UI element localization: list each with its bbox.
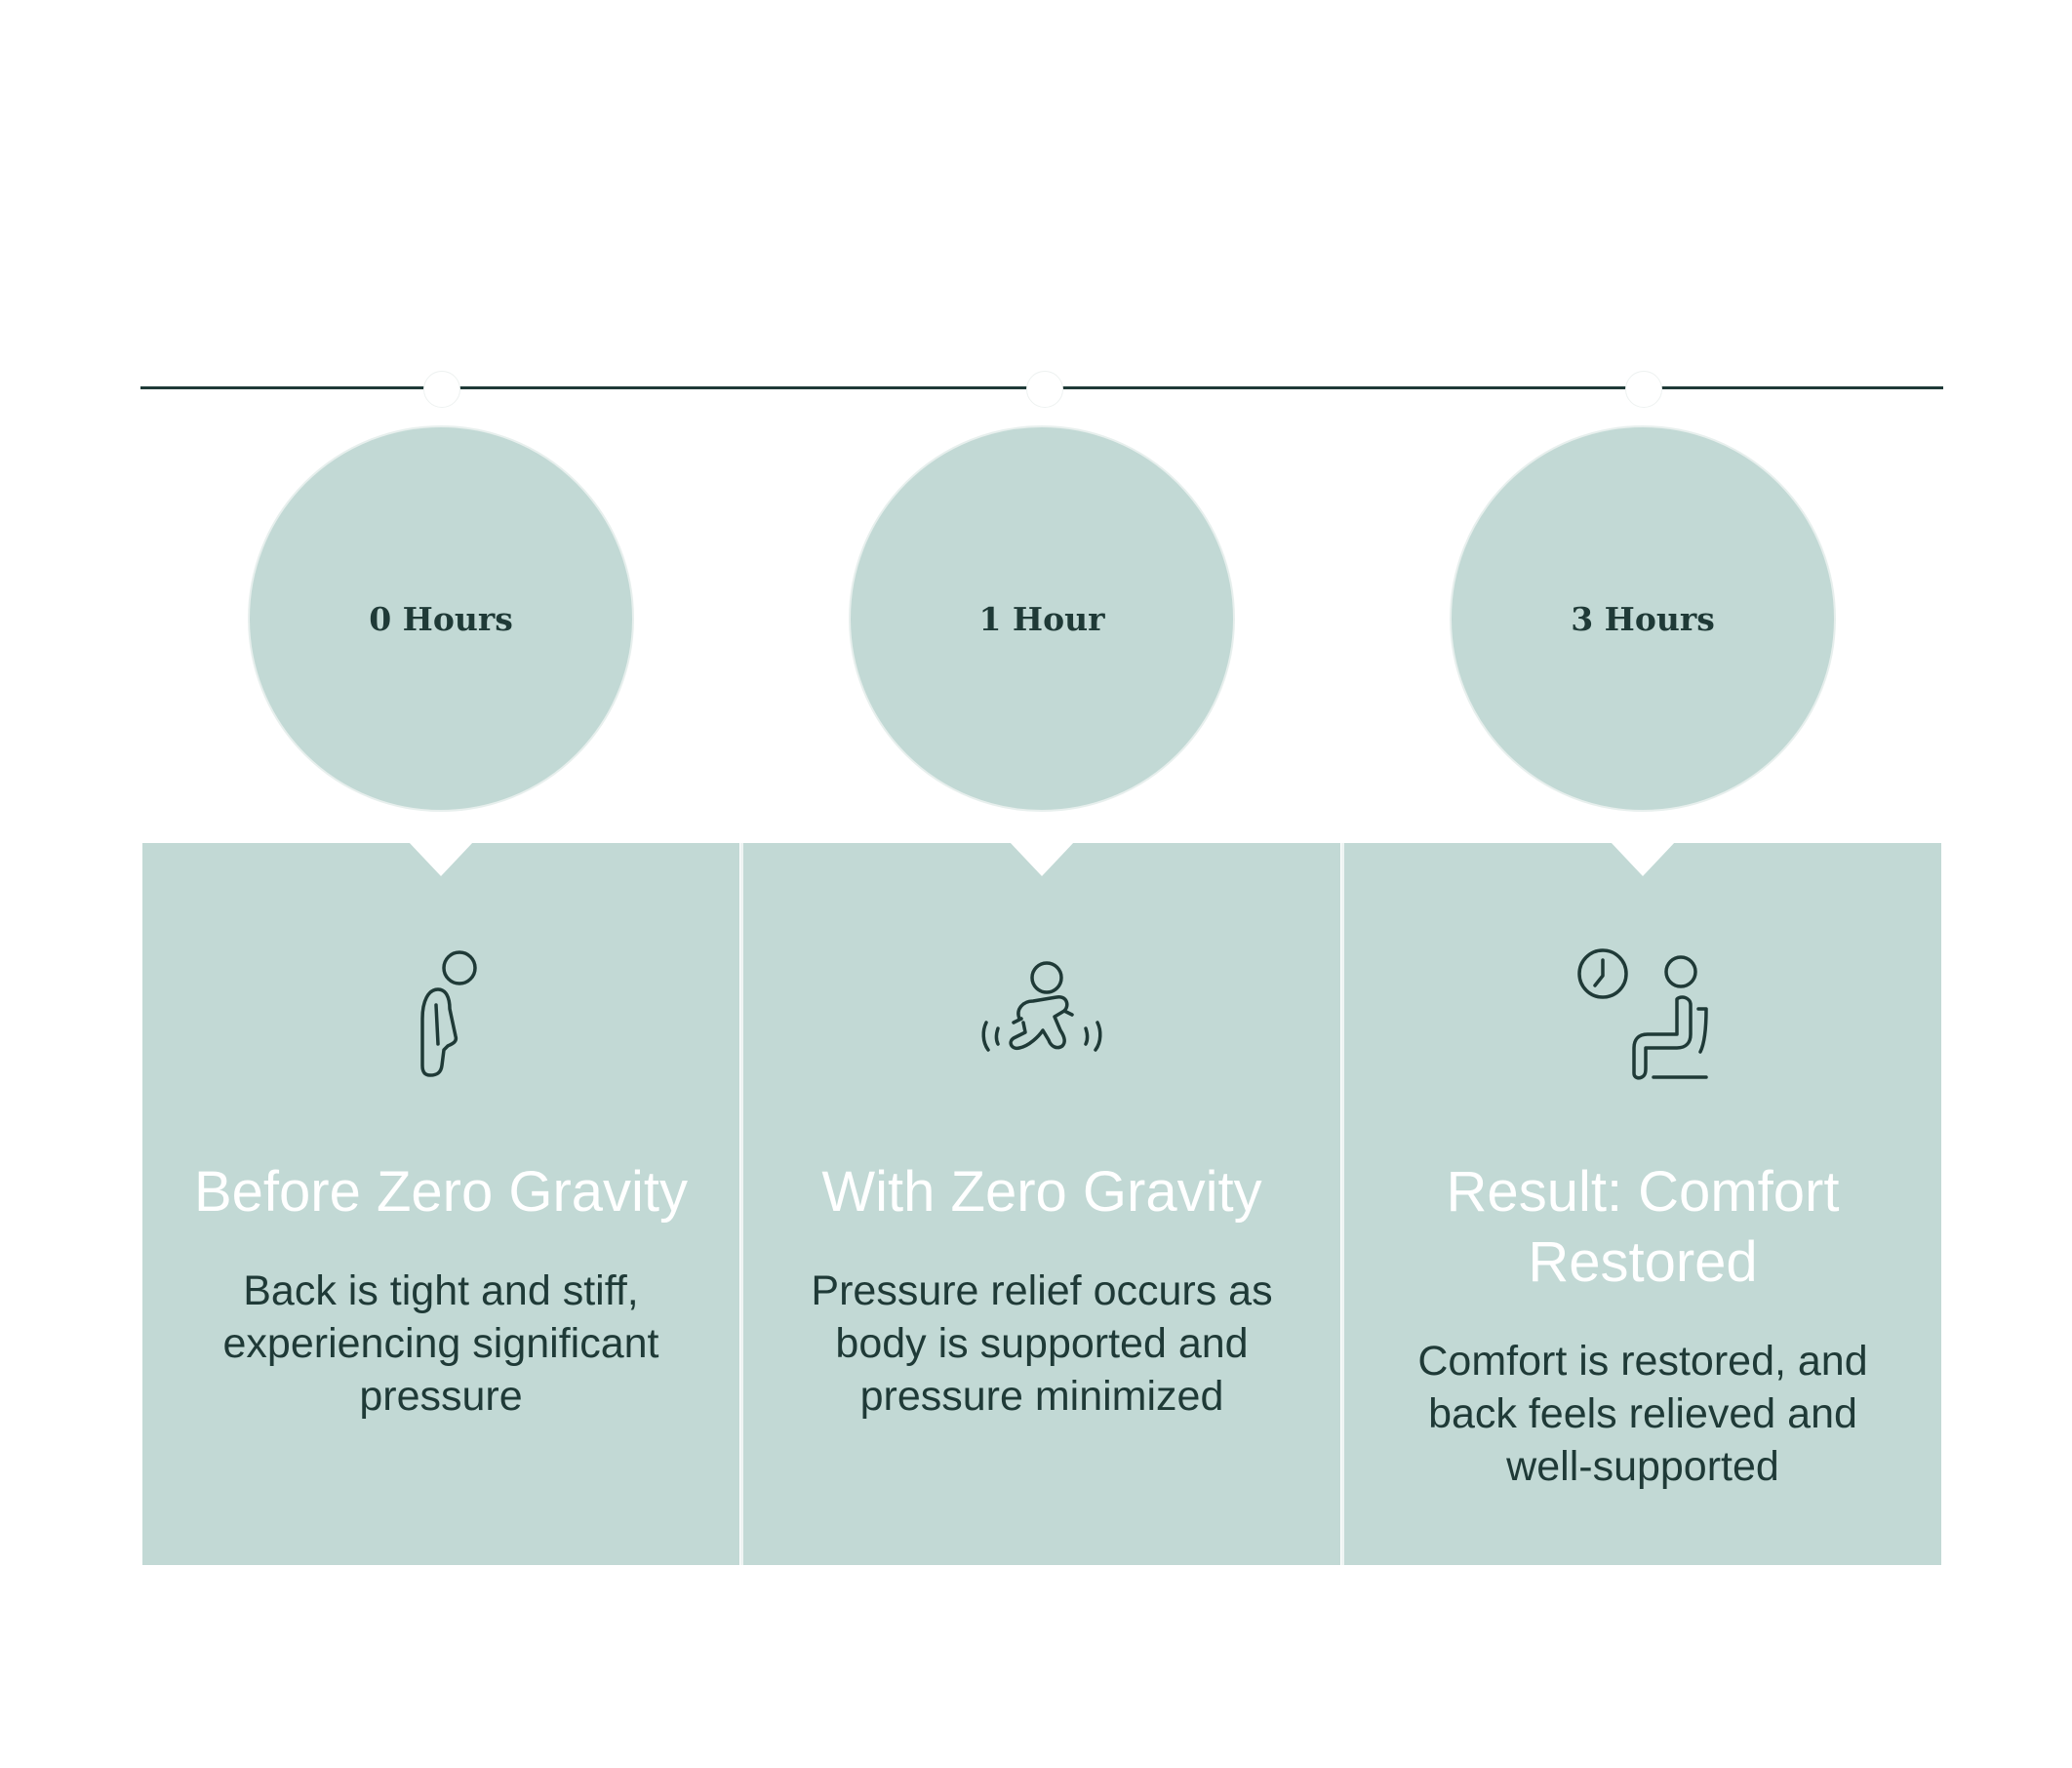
step-description: Pressure relief occurs as body is suppor… bbox=[811, 1267, 1273, 1420]
step-card-2: With Zero Gravity Pressure relief occurs… bbox=[743, 841, 1340, 1565]
time-label: 1 Hour bbox=[978, 599, 1105, 638]
step-card-3: Result: Comfort Restored Comfort is rest… bbox=[1344, 841, 1941, 1565]
timeline-node-3 bbox=[1625, 371, 1662, 408]
card-divider bbox=[740, 843, 743, 1565]
card-pointer bbox=[1009, 841, 1075, 876]
time-label: 0 Hours bbox=[369, 599, 513, 638]
time-label: 3 Hours bbox=[1571, 599, 1715, 638]
step-description: Back is tight and stiff, experiencing si… bbox=[222, 1267, 659, 1420]
step-title: Result: Comfort Restored bbox=[1446, 1160, 1840, 1294]
timeline-node-1 bbox=[423, 371, 460, 408]
step-title: With Zero Gravity bbox=[821, 1160, 1262, 1224]
time-circle-3: 3 Hours bbox=[1450, 425, 1836, 812]
timeline-node-2 bbox=[1026, 371, 1063, 408]
card-pointer bbox=[1610, 841, 1676, 876]
step-title: Before Zero Gravity bbox=[193, 1160, 689, 1224]
step-card-1: Before Zero Gravity Back is tight and st… bbox=[142, 841, 739, 1565]
slouching-person-icon bbox=[142, 941, 739, 1087]
step-description: Comfort is restored, and back feels reli… bbox=[1417, 1338, 1868, 1490]
floating-person-icon bbox=[743, 941, 1340, 1087]
time-circle-2: 1 Hour bbox=[849, 425, 1235, 812]
card-pointer bbox=[408, 841, 474, 876]
card-divider bbox=[1341, 843, 1344, 1565]
seated-person-clock-icon bbox=[1344, 941, 1941, 1087]
time-circle-1: 0 Hours bbox=[248, 425, 634, 812]
